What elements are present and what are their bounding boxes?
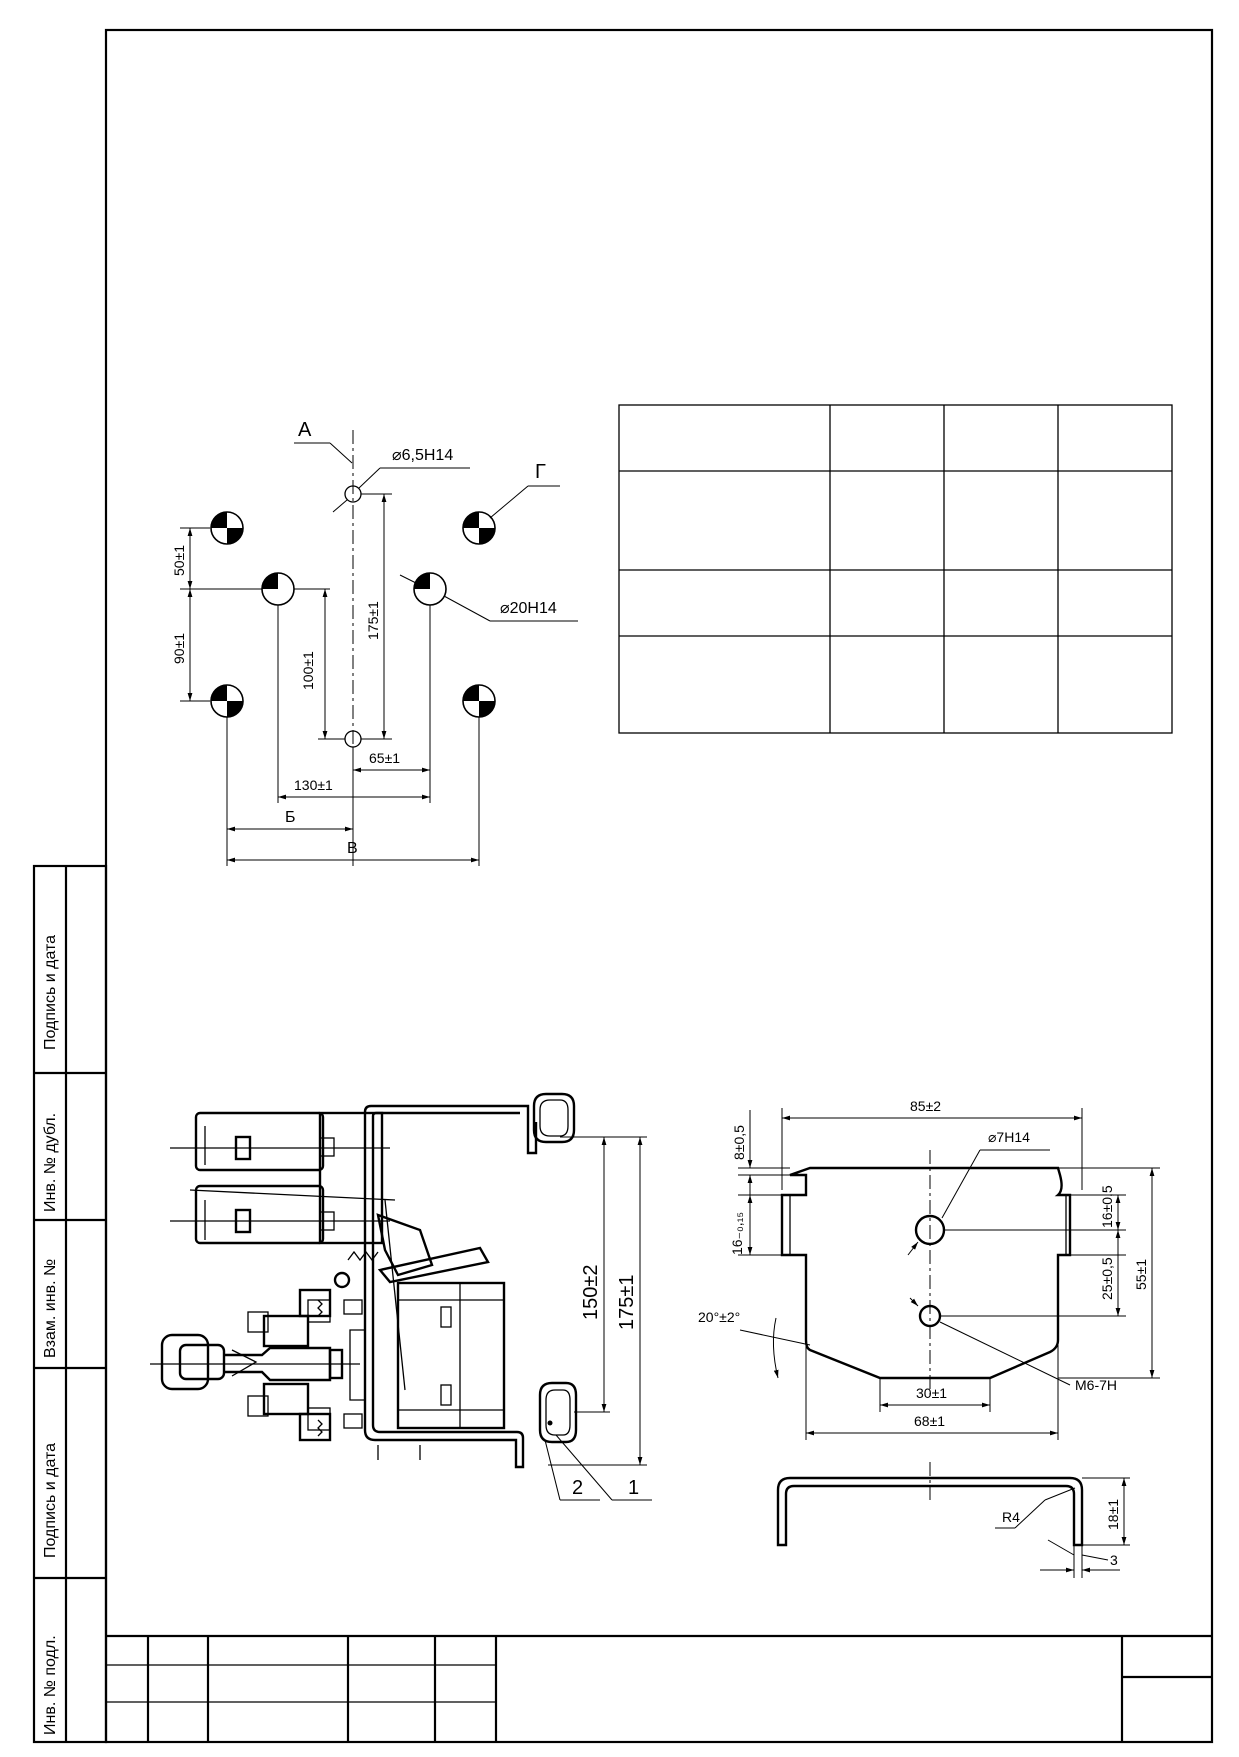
dim-100: 100±1 <box>300 651 316 690</box>
empty-table <box>618 404 1173 734</box>
label-b: Б <box>285 809 296 826</box>
marker-bottom-left <box>210 684 244 718</box>
dim-130: 130±1 <box>294 777 333 793</box>
dim-55: 55±1 <box>1133 1259 1149 1290</box>
hole-7-label: ⌀7H14 <box>988 1129 1030 1145</box>
callout-2: 2 <box>572 1477 583 1499</box>
dim-16-left: 16₋₀,₁₅ <box>729 1212 745 1255</box>
dim-150: 150±2 <box>580 1265 602 1320</box>
label-g: Г <box>535 461 546 483</box>
stamp-label-vzam-inv: Взам. инв. № <box>42 1259 59 1358</box>
mounting-drawing: А Г ⌀6,5H14 ⌀20H14 50±1 90±1 100±1 <box>171 419 578 866</box>
marker-top-right <box>462 511 496 545</box>
dim-50: 50±1 <box>171 545 187 576</box>
dim-18: 18±1 <box>1105 1499 1121 1530</box>
marker-bottom-right <box>462 684 496 718</box>
label-a: А <box>298 419 312 441</box>
thread-label: M6-7H <box>1075 1377 1117 1393</box>
dim-65: 65±1 <box>369 750 400 766</box>
hole-large-label: ⌀20H14 <box>500 600 557 617</box>
dim-175-assembly: 175±1 <box>616 1275 638 1330</box>
title-block <box>106 1634 1212 1742</box>
dim-25: 25±0,5 <box>1099 1257 1115 1300</box>
stamp-label-inv-podl: Инв. № подл. <box>42 1635 59 1735</box>
dim-8: 8±0,5 <box>731 1125 747 1160</box>
large-hole-left <box>261 572 295 606</box>
dim-angle: 20°±2° <box>698 1309 740 1325</box>
large-hole-right <box>413 572 447 606</box>
side-stamp: Инв. № подл. Подпись и дата Взам. инв. №… <box>32 864 108 1744</box>
stamp-label-podpis-2: Подпись и дата <box>42 935 59 1050</box>
dim-30: 30±1 <box>916 1385 947 1401</box>
dim-16-top: 16±0,5 <box>1099 1185 1115 1228</box>
stamp-label-podpis-1: Подпись и дата <box>42 1443 59 1558</box>
dim-68: 68±1 <box>914 1413 945 1429</box>
assembly-view: 150±2 175±1 1 2 <box>150 1092 652 1501</box>
marker-top-left <box>210 511 244 545</box>
dim-3: 3 <box>1110 1552 1118 1568</box>
stamp-label-inv-dubl: Инв. № дубл. <box>42 1113 59 1212</box>
dim-175: 175±1 <box>365 601 381 640</box>
label-v: В <box>347 840 358 857</box>
dim-90: 90±1 <box>171 633 187 664</box>
callout-1: 1 <box>628 1477 639 1499</box>
hole-small-label: ⌀6,5H14 <box>392 447 453 464</box>
bracket-drawing: 85±2 ⌀7H14 8±0,5 16₋₀,₁₅ 16±0,5 25±0,5 5… <box>698 1098 1160 1578</box>
dim-85: 85±2 <box>910 1098 941 1114</box>
radius-label: R4 <box>1002 1509 1020 1525</box>
